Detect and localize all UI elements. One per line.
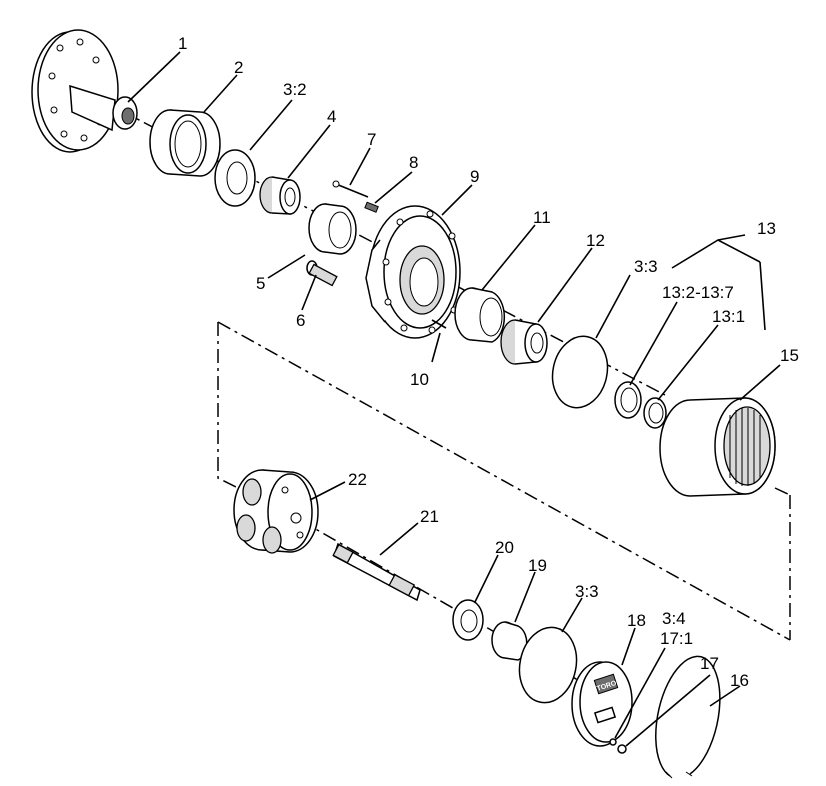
part-13-1-snap-ring [643,397,667,429]
part-7-pin [332,180,369,198]
callout-10: 10 [410,370,429,389]
part-1-wheel-shaft [31,29,138,153]
callout-2: 2 [234,58,243,77]
callout-5: 5 [256,274,265,293]
part-4-roller-bearing [259,176,301,215]
callout-3-4: 3:4 [662,609,686,628]
part-3-3-o-ring-lower [518,626,578,704]
callout-13-2-13-7: 13:2-13:7 [662,283,734,302]
leader-lines [127,51,781,747]
part-3-3-o-ring-upper [551,335,609,409]
part-3-4-17-1-oring [609,738,617,746]
callout-3-3-upper: 3:3 [634,257,658,276]
callout-17-1: 17:1 [660,629,693,648]
part-16-retaining-ring [655,655,721,779]
callout-6: 6 [296,311,305,330]
part-6-wheel-stud [306,260,338,287]
part-3-2-washer [214,149,256,207]
part-17-plug [617,744,627,754]
part-10-pin [431,319,447,329]
part-13-2-to-13-7-shims [614,381,642,419]
part-12-roller-bearing [500,319,548,365]
part-18-cover: TORO [571,661,633,747]
part-2-seal [149,109,221,177]
part-9-wheel-hub [365,205,461,339]
callout-labels: 1 2 3:2 4 7 8 9 5 6 11 12 13 3:3 13:2-13… [178,34,799,690]
callout-19: 19 [528,556,547,575]
callout-16: 16 [730,671,749,690]
part-8-spring [364,201,379,213]
callout-7: 7 [367,130,376,149]
callout-12: 12 [586,231,605,250]
part-22-planet-carrier [233,469,319,554]
callout-3-3-lower: 3:3 [575,582,599,601]
callout-21: 21 [420,507,439,526]
callout-20: 20 [495,538,514,557]
callout-15: 15 [780,346,799,365]
part-11-bearing-cup [454,287,506,343]
part-20-thrust-washer [452,599,484,641]
callout-8: 8 [409,153,418,172]
callout-17: 17 [700,654,719,673]
callout-22: 22 [348,470,367,489]
callout-13-1: 13:1 [712,307,745,326]
part-5-bearing-cup [308,203,357,255]
callout-9: 9 [470,167,479,186]
callout-11: 11 [533,208,551,227]
part-21-input-shaft [332,542,421,602]
callout-13: 13 [757,219,776,238]
callout-1: 1 [178,34,187,53]
callout-18: 18 [627,611,646,630]
callout-3-2: 3:2 [283,80,307,99]
callout-4: 4 [327,107,336,126]
part-15-ring-gear [659,397,776,497]
